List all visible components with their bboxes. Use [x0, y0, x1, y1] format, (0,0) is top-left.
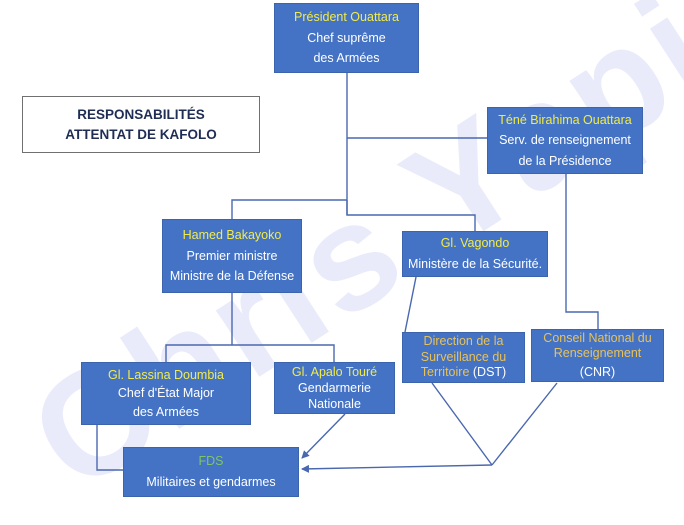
dst-acronym: (DST) — [469, 365, 507, 380]
diagram-title-box: RESPONSABILITÉS ATTENTAT DE KAFOLO — [22, 96, 260, 153]
fds-name: FDS — [198, 454, 224, 469]
vagondo-name: Gl. Vagondo — [440, 236, 510, 251]
line-cnr-v — [491, 382, 558, 466]
node-cnr: Conseil National du Renseignement (CNR) — [531, 329, 664, 382]
title-line-2: ATTENTAT DE KAFOLO — [65, 126, 217, 142]
tene-role-1: Serv. de renseignement — [499, 133, 631, 148]
toure-name: Gl. Apalo Touré — [291, 364, 378, 379]
node-vagondo: Gl. Vagondo Ministère de la Sécurité. — [402, 231, 548, 277]
toure-role-1: Gendarmerie — [298, 380, 371, 395]
president-role-1: Chef suprême — [307, 30, 386, 45]
line-president-bakayoko — [231, 199, 347, 219]
title-line-1: RESPONSABILITÉS — [77, 106, 205, 122]
doumbia-role-1: Chef d'État Major — [117, 386, 215, 401]
doumbia-role-2: des Armées — [132, 404, 199, 419]
line-bakayoko-doumbia — [165, 344, 232, 362]
line-bakayoko-toure — [232, 344, 335, 362]
bakayoko-role-2: Ministre de la Défense — [169, 269, 295, 284]
tene-name: Téné Birahima Ouattara — [498, 112, 632, 127]
node-doumbia: Gl. Lassina Doumbia Chef d'État Major de… — [81, 362, 251, 425]
line-toure-fds — [301, 413, 346, 459]
line-dst-v — [431, 382, 493, 466]
toure-role-2: Nationale — [308, 397, 361, 412]
node-tene: Téné Birahima Ouattara Serv. de renseign… — [487, 107, 643, 174]
bakayoko-name: Hamed Bakayoko — [182, 228, 282, 243]
dst-line-2: Surveillance du — [420, 349, 507, 364]
fds-role-1: Militaires et gendarmes — [146, 475, 276, 489]
vagondo-role-1: Ministère de la Sécurité. — [407, 257, 543, 271]
cnr-line-2: Renseignement — [553, 346, 642, 361]
president-role-2: des Armées — [313, 51, 380, 66]
node-fds: FDS Militaires et gendarmes — [123, 447, 299, 497]
dst-line-1: Direction de la — [423, 334, 504, 349]
line-v-fds — [301, 464, 493, 473]
bakayoko-role-1: Premier ministre — [186, 248, 278, 263]
cnr-acronym: (CNR) — [579, 364, 616, 379]
tene-role-2: de la Présidence — [518, 153, 612, 168]
line-president-vagondo — [346, 200, 476, 231]
node-president: Président Ouattara Chef suprême des Armé… — [274, 3, 419, 73]
line-tene-cnr — [565, 174, 599, 329]
line-doumbia-fds — [96, 425, 123, 471]
node-bakayoko: Hamed Bakayoko Premier ministre Ministre… — [162, 219, 302, 293]
connector-lines — [96, 73, 599, 473]
president-name: Président Ouattara — [294, 10, 399, 25]
doumbia-name: Gl. Lassina Doumbia — [107, 368, 225, 383]
cnr-line-1: Conseil National du — [543, 330, 652, 345]
line-vagondo-dst — [404, 276, 417, 333]
dst-line-3a: Territoire — [420, 365, 470, 380]
node-toure: Gl. Apalo Touré Gendarmerie Nationale — [274, 362, 395, 414]
node-dst: Direction de la Surveillance du Territoi… — [402, 332, 525, 383]
